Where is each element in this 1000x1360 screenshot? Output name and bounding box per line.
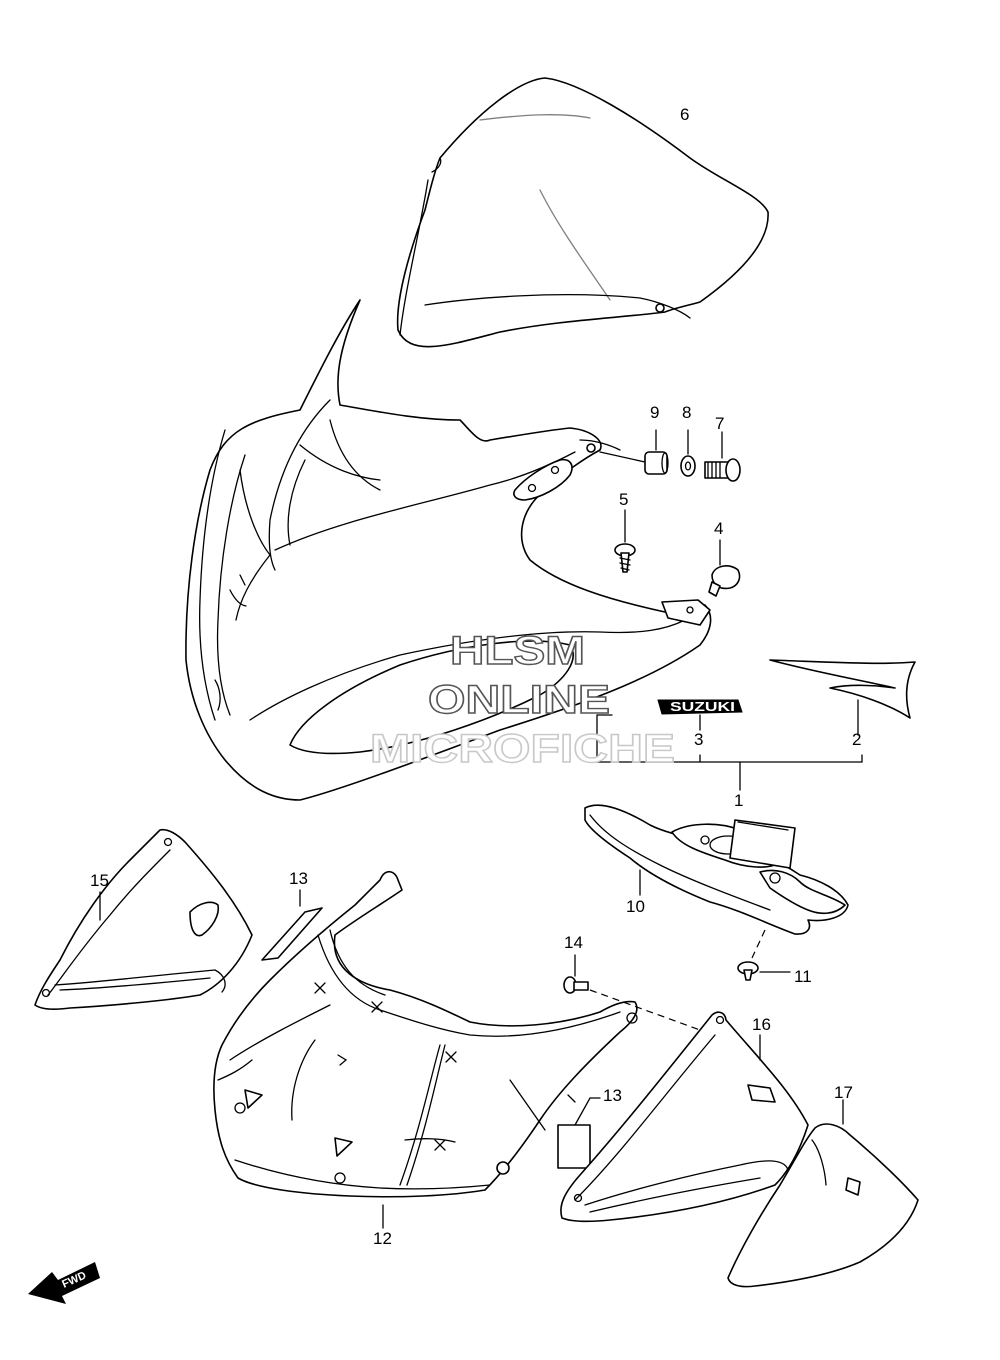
- watermark-line-2: ONLINE: [428, 678, 610, 722]
- screw-part-5[interactable]: [614, 509, 636, 573]
- cushion-part-13-upper[interactable]: [261, 889, 323, 961]
- callout-13-upper: 13: [289, 869, 308, 888]
- screw-part-11[interactable]: [737, 929, 791, 981]
- callout-13-lower: 13: [603, 1086, 622, 1105]
- callout-1: 1: [734, 791, 743, 810]
- callout-3: 3: [694, 730, 703, 749]
- watermark: HLSM ONLINE MICROFICHE: [369, 628, 675, 771]
- bolt-part-4[interactable]: [708, 539, 741, 597]
- callout-labels: 6 9 8 7 5 4 3 2 1 15 13 10 14 11 16 17 1…: [90, 105, 861, 1248]
- inner-cover-part-10[interactable]: [584, 804, 849, 935]
- callout-15: 15: [90, 871, 109, 890]
- collar-part-9[interactable]: [599, 429, 669, 475]
- stripe-emblem-part-2[interactable]: [769, 659, 916, 736]
- callout-2: 2: [852, 730, 861, 749]
- cushion-part-13-lower[interactable]: [557, 1097, 601, 1169]
- callout-10: 10: [626, 897, 645, 916]
- fastener-part-14[interactable]: [563, 954, 701, 1031]
- side-cowling-part-15[interactable]: [34, 828, 253, 1011]
- assembly-bracket: [596, 714, 863, 791]
- washer-part-8[interactable]: [680, 429, 696, 477]
- callout-14: 14: [564, 933, 583, 952]
- under-cowling-part-16[interactable]: [560, 1011, 809, 1223]
- callout-8: 8: [682, 403, 691, 422]
- callout-5: 5: [619, 490, 628, 509]
- callout-7: 7: [715, 414, 724, 433]
- side-panel-part-17[interactable]: [727, 1099, 919, 1288]
- under-cowling-part-12[interactable]: [213, 870, 638, 1229]
- callout-17: 17: [834, 1083, 853, 1102]
- callout-11: 11: [794, 967, 812, 986]
- callout-6: 6: [680, 105, 689, 124]
- emblem-text: SUZUKI: [670, 699, 735, 714]
- watermark-line-3: MICROFICHE: [370, 727, 675, 771]
- bolt-part-7[interactable]: [704, 431, 741, 482]
- windscreen-part-6[interactable]: [396, 77, 769, 348]
- suzuki-emblem-part-3[interactable]: SUZUKI: [657, 699, 743, 731]
- forward-arrow-icon: FWD: [28, 1262, 100, 1304]
- watermark-line-1: HLSM: [450, 629, 585, 673]
- callout-16: 16: [752, 1015, 771, 1034]
- callout-4: 4: [714, 519, 723, 538]
- callout-9: 9: [650, 403, 659, 422]
- upper-cowling-part-1-body[interactable]: [185, 299, 712, 801]
- callout-12: 12: [373, 1229, 392, 1248]
